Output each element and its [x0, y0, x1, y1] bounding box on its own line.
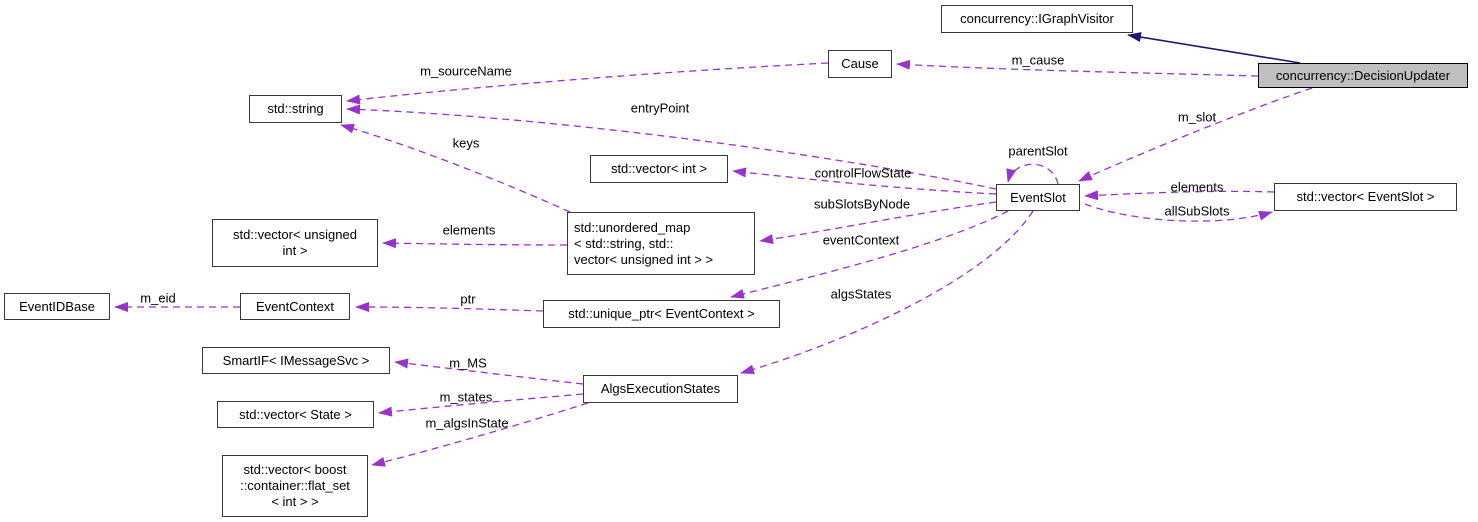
edge-parentSlot-eventslot-eventslot — [1006, 163, 1059, 185]
node-label-line: std::vector< boost — [243, 462, 347, 477]
edge-m_states-algsstates-vectorstate — [378, 393, 584, 417]
node-unorderedmap[interactable]: std::unordered_map< std::string, std::ve… — [567, 212, 755, 275]
node-label-line: Cause — [841, 56, 879, 71]
node-label-line: concurrency::IGraphVisitor — [960, 11, 1114, 26]
node-igraphvisitor[interactable]: concurrency::IGraphVisitor — [941, 5, 1133, 33]
node-label-line: AlgsExecutionStates — [600, 381, 721, 396]
edge-eventContext-eventslot-uniqueptr — [730, 210, 1009, 299]
node-smartif[interactable]: SmartIF< IMessageSvc > — [202, 347, 390, 374]
node-label-line: std::vector< State > — [239, 406, 352, 422]
edge-elements-unorderedmap-vectorunsigned — [382, 238, 568, 249]
edge-subSlotsByNode-eventslot-unorderedmap — [759, 201, 997, 244]
edge-keys-unorderedmap-stdstring — [340, 123, 571, 213]
node-label-line: vector< unsigned int > > — [574, 251, 714, 267]
node-algsstates[interactable]: AlgsExecutionStates — [583, 375, 738, 403]
node-uniqueptr[interactable]: std::unique_ptr< EventContext > — [543, 300, 780, 328]
node-label-line: < std::string, std:: — [574, 235, 674, 251]
edge-elements-vectoreventslot-eventslot — [1084, 190, 1275, 201]
edge-m_cause-decisionupdater-cause — [896, 59, 1259, 77]
node-label-line: std::string — [267, 101, 324, 116]
edge-m_slot-decisionupdater-eventslot — [1078, 87, 1313, 182]
node-label-line: std::unique_ptr< EventContext > — [568, 306, 755, 321]
edge-entryPoint-eventslot-stdstring — [346, 104, 997, 190]
node-label-line: EventContext — [255, 298, 335, 314]
edge-m_algsInState-algsstates-flatset — [371, 402, 589, 467]
node-eventcontext[interactable]: EventContext — [240, 293, 350, 320]
node-label-line: concurrency::DecisionUpdater — [1275, 67, 1451, 83]
node-vectorint[interactable]: std::vector< int > — [590, 155, 728, 183]
node-vectoreventslot[interactable]: std::vector< EventSlot > — [1274, 183, 1457, 211]
node-label-line: std::vector< unsigned — [233, 227, 357, 242]
node-label-line: EventSlot — [1010, 189, 1066, 205]
node-label-line: std::vector< int > — [610, 161, 708, 176]
node-cause[interactable]: Cause — [828, 50, 892, 78]
edge-inheritance-decisionupdater-igraphvisitor — [1127, 32, 1301, 64]
edge-ptr-uniqueptr-eventcontext — [355, 302, 544, 313]
edge-m_MS-algsstates-smartif — [394, 358, 584, 385]
node-eventslot[interactable]: EventSlot — [996, 184, 1080, 211]
edge-m_sourceName-cause-stdstring — [346, 62, 829, 105]
node-flatset[interactable]: std::vector< boost::container::flat_set<… — [222, 455, 368, 517]
node-label-line: EventIDBase — [19, 298, 95, 314]
node-label-line: < int > > — [271, 494, 319, 509]
node-label-line: ::container::flat_set — [240, 478, 350, 493]
edge-algsStates-eventslot-algsstates — [740, 210, 1034, 375]
node-label-line: int > — [282, 243, 308, 258]
node-decisionupdater: concurrency::DecisionUpdater — [1258, 63, 1468, 88]
edge-controlFlowState-eventslot-vectorint — [732, 167, 997, 195]
edge-allSubSlots-eventslot-vectoreventslot — [1084, 203, 1273, 222]
node-eventidbase[interactable]: EventIDBase — [4, 293, 110, 320]
node-label-line: SmartIF< IMessageSvc > — [222, 352, 370, 368]
node-label-line: std::vector< EventSlot > — [1296, 189, 1435, 204]
node-label-line: std::unordered_map — [574, 219, 691, 235]
node-vectorstate[interactable]: std::vector< State > — [217, 401, 374, 428]
node-stdstring[interactable]: std::string — [249, 95, 342, 123]
